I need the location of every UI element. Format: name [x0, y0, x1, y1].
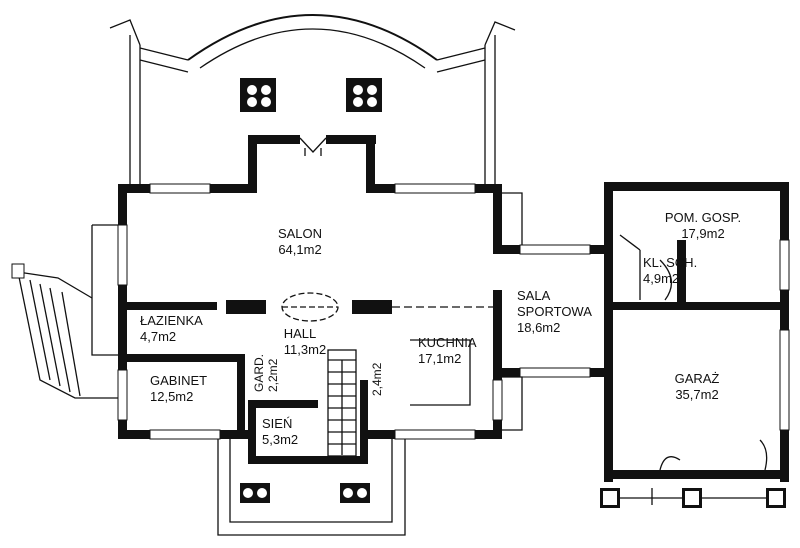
lazienka-name: ŁAZIENKA [140, 313, 203, 328]
hall-area: 11,3m2 [284, 342, 326, 357]
main-windows [117, 183, 503, 440]
kuchnia-area: 17,1m2 [418, 351, 461, 366]
sala-name1: SALA [517, 288, 551, 303]
kl-name: KL. SCH. [643, 255, 697, 270]
kl-area: 4,9m2 [643, 271, 679, 286]
gabinet-area: 12,5m2 [150, 389, 193, 404]
hall-name: HALL [284, 326, 317, 341]
kitchen-counter [410, 339, 471, 406]
pom-area: 17,9m2 [681, 226, 724, 241]
planter-top-left [240, 78, 276, 112]
small-room-area: 2,4m2 [370, 362, 384, 396]
gard-name: GARD. [252, 354, 266, 392]
kl-stair [619, 234, 672, 301]
kuchnia-name: KUCHNIA [418, 335, 477, 350]
sien-name: SIEŃ [262, 416, 292, 431]
sala-walls [502, 192, 612, 431]
left-steps [11, 224, 118, 399]
garage-walls [604, 182, 790, 482]
sien-area: 5,3m2 [262, 432, 298, 447]
garaz-area: 35,7m2 [675, 387, 718, 402]
gard-area: 2,2m2 [266, 358, 280, 392]
garage-doors [600, 439, 786, 508]
entrance-porch [217, 439, 406, 536]
gabinet-name: GABINET [150, 373, 207, 388]
sala-area: 18,6m2 [517, 320, 560, 335]
main-stairs [327, 349, 357, 457]
salon-area: 64,1m2 [278, 242, 321, 257]
pom-name: POM. GOSP. [665, 210, 741, 225]
planter-top-right [346, 78, 382, 112]
garaz-name: GARAŻ [675, 371, 720, 386]
salon-name: SALON [278, 226, 322, 241]
terrace-top [109, 14, 516, 185]
sala-name2: SPORTOWA [517, 304, 592, 319]
lazienka-area: 4,7m2 [140, 329, 176, 344]
hall-arch [281, 292, 493, 322]
bay-door [299, 137, 327, 156]
